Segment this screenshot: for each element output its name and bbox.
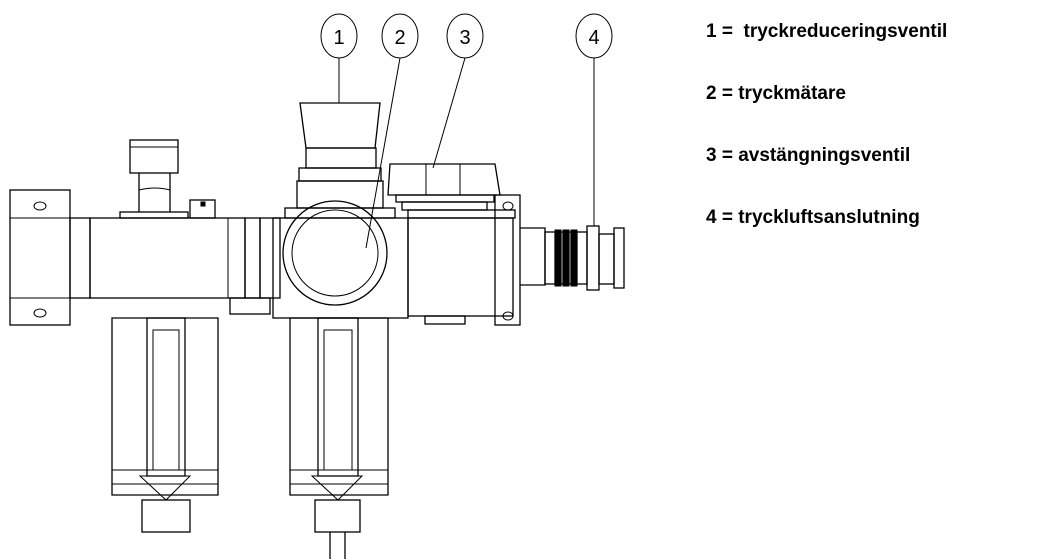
callout-1: 1: [320, 13, 358, 103]
quick-coupling: [520, 225, 625, 291]
left-filter-bowl: [111, 317, 219, 533]
left-filter-top-fitting: [119, 139, 216, 219]
legend-item-2: 2 = tryckmätare: [706, 83, 846, 104]
legend-item-3: 3 = avstängningsventil: [706, 145, 911, 166]
legend-item-4: 4 = tryckluftsanslutning: [706, 207, 920, 228]
shut-off-valve: [387, 163, 516, 325]
main-body: [69, 217, 281, 315]
callout-4-number: 4: [588, 27, 599, 49]
callout-2: 2: [365, 13, 419, 249]
regulator-body: [272, 200, 409, 319]
left-mounting-bracket: [9, 189, 71, 326]
parts-legend: 1 = tryckreduceringsventil 2 = tryckmäta…: [706, 16, 947, 264]
callout-4: 4: [575, 13, 613, 226]
callout-3-number: 3: [459, 27, 470, 49]
right-mounting-bracket: [494, 194, 521, 326]
callout-1-number: 1: [333, 27, 344, 49]
right-filter-bowl: [289, 317, 389, 559]
legend-item-1: 1 = tryckreduceringsventil: [706, 21, 948, 42]
callout-2-number: 2: [394, 27, 405, 49]
air-treatment-unit-drawing: 1 2 3 4: [9, 13, 625, 559]
callout-3: 3: [432, 13, 484, 169]
